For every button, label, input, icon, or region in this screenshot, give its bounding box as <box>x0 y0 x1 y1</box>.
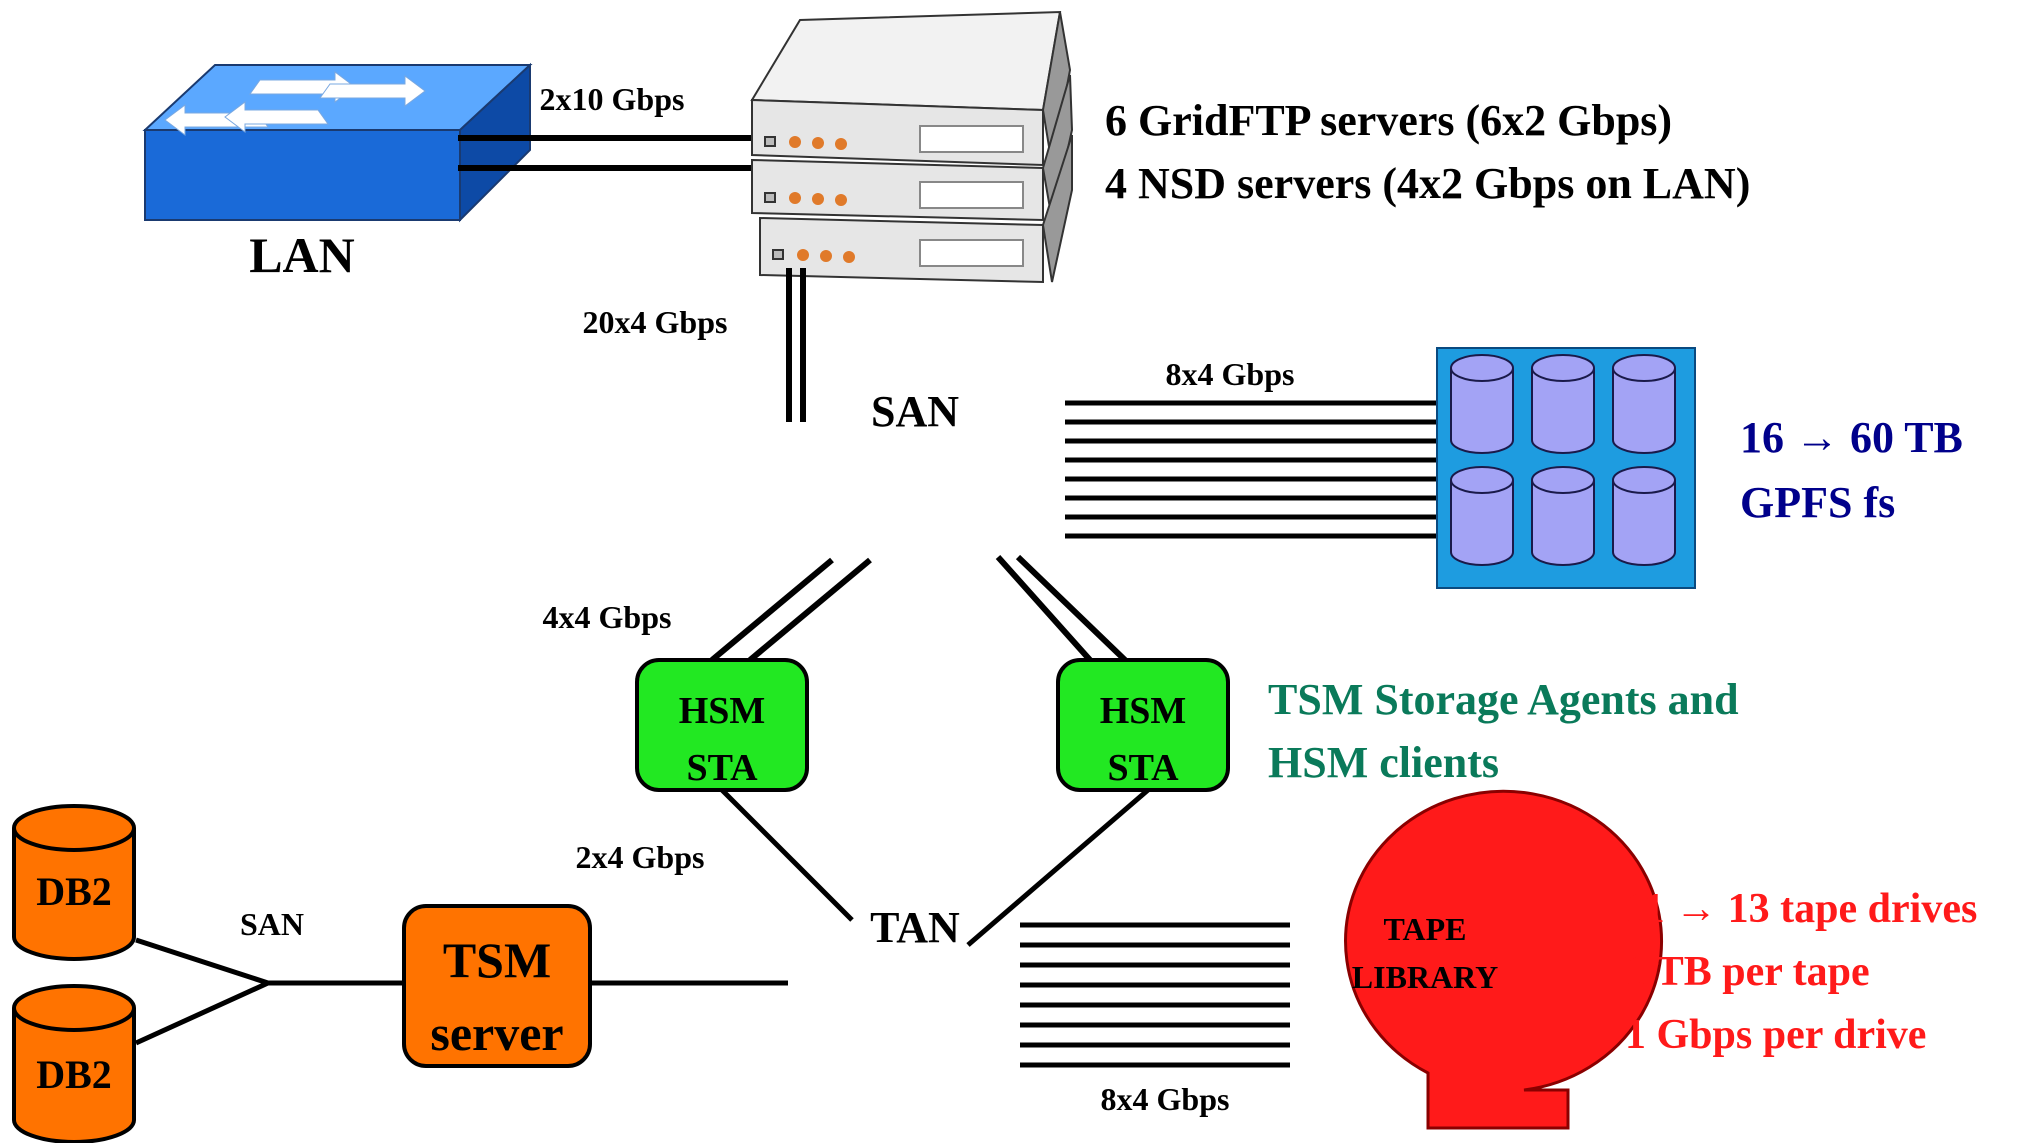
server-unit <box>759 134 1073 284</box>
tape-label: TAPE <box>1384 911 1467 947</box>
hsm-tan-link <box>720 788 1150 947</box>
hsm-label: HSM <box>1100 690 1187 732</box>
disk-icon <box>1531 466 1595 566</box>
db2-label: DB2 <box>36 869 112 914</box>
lan-server-link <box>458 135 760 171</box>
tsm-server-node: TSM server <box>402 904 592 1068</box>
disk-icon <box>1450 466 1514 566</box>
storage-fs: GPFS fs <box>1740 478 1895 527</box>
san-hsm-link <box>710 554 1128 663</box>
server-san-link <box>786 268 806 422</box>
disk-icon <box>1531 354 1595 454</box>
hsm-sta-node: HSM STA <box>1056 658 1230 792</box>
db-san-link <box>134 937 788 1046</box>
library-label: LIBRARY <box>1352 959 1498 995</box>
tape-library-icon: TAPE LIBRARY <box>1344 789 1664 1130</box>
sta-label: STA <box>686 747 758 789</box>
disk-icon <box>1450 354 1514 454</box>
link-label-hsm-tan: 2x4 Gbps <box>576 839 705 875</box>
server-unit <box>751 74 1074 222</box>
disk-icon <box>1612 354 1676 454</box>
tape-drives-text: 11 → 13 tape drives <box>1625 886 1977 932</box>
storage-capacity: 16 → 60 TB <box>1740 413 1963 462</box>
servers-line2: 4 NSD servers (4x2 Gbps on LAN) <box>1105 159 1750 208</box>
tape-capacity-text: 1 TB per tape <box>1625 949 1870 995</box>
tape-speed-text: 1 Gbps per drive <box>1625 1012 1926 1058</box>
san-label: SAN <box>871 387 959 436</box>
tan-tape-link <box>1020 922 1290 1068</box>
link-label-db-san: SAN <box>240 906 304 942</box>
link-label-servers-san: 20x4 Gbps <box>583 304 728 340</box>
lan-switch-icon <box>142 62 533 223</box>
link-label-san-hsm: 4x4 Gbps <box>543 599 672 635</box>
link-label-tan-tape: 8x4 Gbps <box>1101 1081 1230 1117</box>
server-label: server <box>430 1005 563 1061</box>
servers-line1: 6 GridFTP servers (6x2 Gbps) <box>1105 96 1672 145</box>
db2-icon: DB2 <box>12 804 136 961</box>
server-unit <box>750 10 1072 167</box>
server-stack-icon <box>750 10 1074 284</box>
sta-label: STA <box>1107 747 1179 789</box>
agents-line2: HSM clients <box>1268 738 1499 787</box>
link-label-san-storage: 8x4 Gbps <box>1166 356 1295 392</box>
san-storage-link <box>1065 400 1437 539</box>
agents-line1: TSM Storage Agents and <box>1268 675 1739 724</box>
hsm-label: HSM <box>679 690 766 732</box>
hsm-sta-node: HSM STA <box>635 658 809 792</box>
tsm-label: TSM <box>443 932 551 988</box>
storage-array-icon <box>1436 347 1696 589</box>
lan-label: LAN <box>249 227 355 283</box>
link-label-lan-servers: 2x10 Gbps <box>540 81 685 117</box>
disk-icon <box>1612 466 1676 566</box>
db2-icon: DB2 <box>12 984 136 1143</box>
db2-label: DB2 <box>36 1052 112 1097</box>
tan-label: TAN <box>870 903 960 952</box>
